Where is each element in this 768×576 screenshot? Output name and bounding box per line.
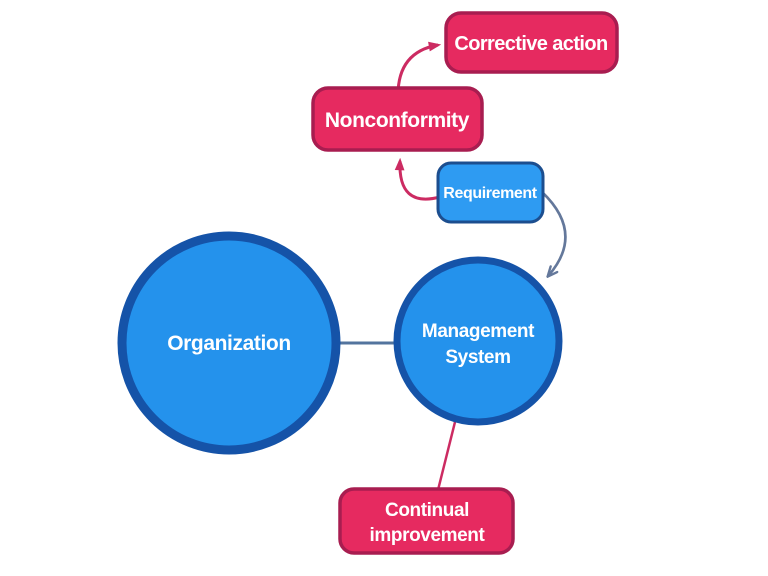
management-system-label-line1: Management	[422, 321, 535, 342]
nodes: Organization Management System Correctiv…	[117, 11, 619, 555]
continual-improvement-node	[338, 487, 515, 555]
edge-requirement-to-management-system	[541, 191, 567, 275]
management-system-node	[393, 256, 563, 426]
requirement-label: Requirement	[443, 185, 537, 202]
requirement-node	[436, 161, 545, 224]
nonconformity-label: Nonconformity	[325, 109, 470, 132]
edges	[339, 41, 567, 491]
corrective-action-node	[444, 11, 619, 74]
management-system-label-line2: System	[445, 347, 510, 368]
organization-label: Organization	[167, 332, 291, 355]
corrective-action-label: Corrective action	[454, 33, 607, 55]
organization-node	[117, 231, 341, 455]
edge-requirement-to-nonconformity	[394, 157, 441, 201]
edge-management-system-to-continual-improvement	[436, 417, 458, 491]
continual-improvement-label-line2: improvement	[370, 525, 486, 546]
nonconformity-node	[311, 86, 484, 152]
continual-improvement-label-line1: Continual	[385, 500, 469, 521]
